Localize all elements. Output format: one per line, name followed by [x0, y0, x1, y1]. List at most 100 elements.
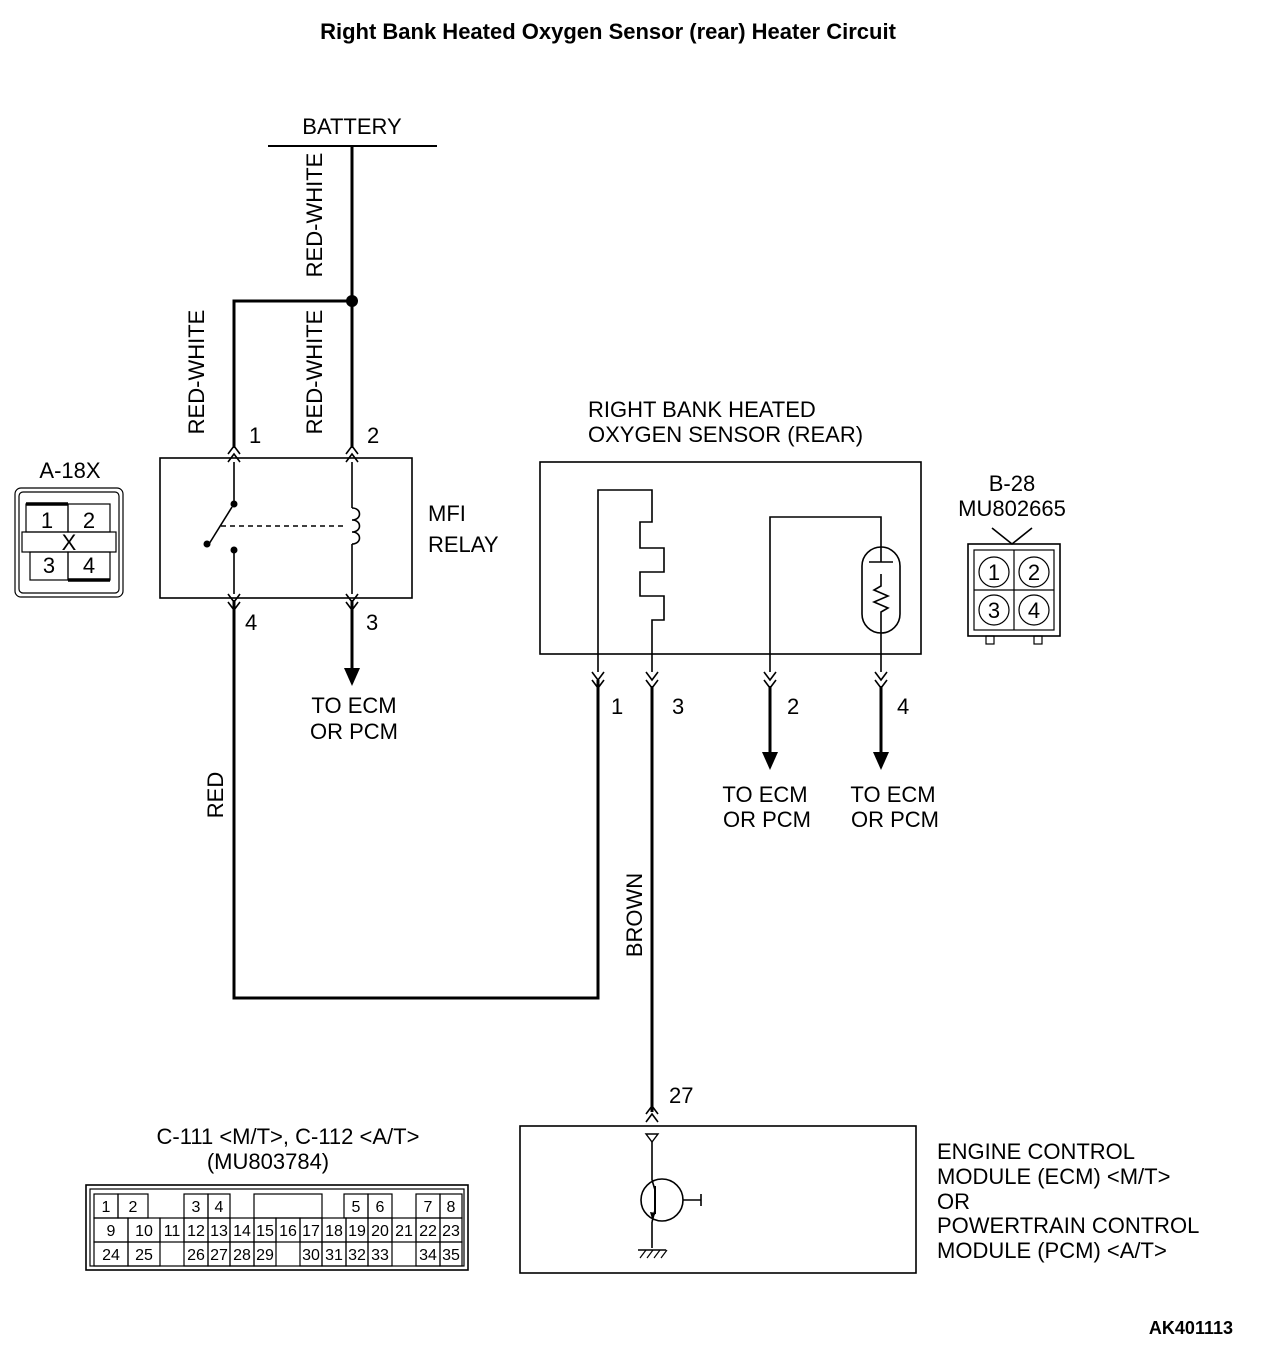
connector-a18x: A-18X 1 2 X 3 4 — [14, 458, 124, 598]
a18x-pin-3: 3 — [43, 553, 55, 578]
sensor-output-wires: TO ECM OR PCM TO ECM OR PCM — [722, 686, 939, 832]
a18x-pin-4: 4 — [83, 553, 95, 578]
ecm-connector-pin-label: 34 — [419, 1247, 437, 1264]
b28-pin-4: 4 — [1028, 598, 1040, 623]
ecm-connector-pin-label: 32 — [348, 1247, 366, 1264]
sensor-pin-4: 4 — [897, 694, 909, 719]
wire-color-battery-feed: RED-WHITE — [302, 153, 327, 278]
ecm-connector-pin-label: 9 — [107, 1223, 116, 1240]
ecm-connector-pin-label: 14 — [233, 1223, 251, 1240]
relay-output-line1: TO ECM — [311, 693, 396, 718]
figure-id: AK401113 — [1149, 1318, 1233, 1338]
ecm-connector-pin-label: 8 — [447, 1199, 456, 1216]
ecm-name-line3: OR — [937, 1189, 970, 1214]
ecm-connector-cell — [127, 1241, 161, 1267]
ecm-connector-blank-cell — [253, 1193, 323, 1219]
relay-pin-1: 1 — [249, 423, 261, 448]
brown-wire: BROWN 27 — [622, 686, 693, 1123]
relay-name-line2: RELAY — [428, 532, 499, 557]
red-wire: RED — [203, 600, 600, 1000]
ecm-connector-line1: C-111 <M/T>, C-112 <A/T> — [157, 1124, 420, 1149]
b28-pin-1: 1 — [988, 560, 1000, 585]
ecm-connector-pin-label: 29 — [256, 1247, 274, 1264]
ecm-connector-pin-label: 6 — [376, 1199, 385, 1216]
sensor-pin-2: 2 — [787, 694, 799, 719]
ecm-connector-pin-label: 31 — [325, 1247, 343, 1264]
a18x-pin-1: 1 — [41, 508, 53, 533]
ecm-connector-cell — [253, 1241, 277, 1267]
ecm-name-line2: MODULE (ECM) <M/T> — [937, 1164, 1170, 1189]
sensor-output-b-line1: TO ECM — [850, 782, 935, 807]
ecm-connector-cell — [439, 1241, 463, 1267]
ecm-connector-pin-label: 3 — [192, 1199, 201, 1216]
relay-connector-terminals-bottom: 4 3 — [227, 593, 378, 635]
ecm-connector-pin-label: 27 — [210, 1247, 228, 1264]
ecm-connector-cell — [367, 1241, 393, 1267]
ecm-name-line5: MODULE (PCM) <A/T> — [937, 1238, 1167, 1263]
sensor-pin-1: 1 — [611, 694, 623, 719]
connector-b28-part: MU802665 — [958, 496, 1066, 521]
relay-pin-3: 3 — [366, 610, 378, 635]
ecm-module: ENGINE CONTROL MODULE (ECM) <M/T> OR POW… — [519, 1125, 1199, 1274]
ecm-name-line4: POWERTRAIN CONTROL — [937, 1213, 1199, 1238]
wire-color-red: RED — [203, 772, 228, 818]
relay-output-wire: TO ECM OR PCM — [310, 600, 398, 744]
ecm-connector-pin-label: 12 — [187, 1223, 205, 1240]
b28-pin-3: 3 — [988, 598, 1000, 623]
relay-pin-2: 2 — [367, 423, 379, 448]
wire-color-brown: BROWN — [622, 873, 647, 957]
ecm-connector-pin-label: 15 — [256, 1223, 274, 1240]
ecm-connector-pin-label: 26 — [187, 1247, 205, 1264]
ecm-connector-pin-label: 22 — [419, 1223, 437, 1240]
ecm-connector-pin-label: 7 — [424, 1199, 433, 1216]
oxygen-sensor: RIGHT BANK HEATED OXYGEN SENSOR (REAR) — [539, 397, 922, 672]
wire-color-relay-pin1: RED-WHITE — [184, 310, 209, 435]
connector-a18x-label: A-18X — [39, 458, 100, 483]
sensor-output-a-line2: OR PCM — [723, 807, 811, 832]
ecm-connector-pin-label: 33 — [371, 1247, 389, 1264]
sensor-name-line2: OXYGEN SENSOR (REAR) — [588, 422, 863, 447]
ecm-connector-pin-label: 5 — [352, 1199, 361, 1216]
ecm-connector-pin-label: 4 — [215, 1199, 224, 1216]
ecm-connector-pin-label: 19 — [348, 1223, 366, 1240]
ecm-connector-pin-label: 11 — [164, 1223, 181, 1240]
wire-color-relay-pin2: RED-WHITE — [302, 310, 327, 435]
relay-connector-terminals-top: 1 2 — [227, 423, 379, 463]
relay-name-line1: MFI — [428, 501, 466, 526]
ecm-connector-pin-label: 18 — [325, 1223, 343, 1240]
ecm-name-line1: ENGINE CONTROL — [937, 1139, 1135, 1164]
relay-pin-4: 4 — [245, 610, 257, 635]
ecm-connector-line2: (MU803784) — [207, 1149, 329, 1174]
ecm-connector-pin-label: 21 — [395, 1223, 413, 1240]
a18x-pin-x: X — [62, 530, 77, 555]
battery-feed-wire: RED-WHITE — [302, 146, 358, 307]
mfi-relay: MFI RELAY — [159, 457, 499, 599]
ecm-connector-pin-label: 30 — [302, 1247, 320, 1264]
ecm-connector-pin-label: 10 — [135, 1223, 153, 1240]
ecm-connector-pin-label: 16 — [279, 1223, 297, 1240]
relay-supply-wires: RED-WHITE RED-WHITE — [184, 299, 354, 448]
sensor-output-b-line2: OR PCM — [851, 807, 939, 832]
ecm-connector-pin-label: 17 — [302, 1223, 320, 1240]
sensor-name-line1: RIGHT BANK HEATED — [588, 397, 816, 422]
ecm-connector-pin-label: 28 — [233, 1247, 251, 1264]
ecm-connector-pin-label: 23 — [442, 1223, 460, 1240]
ecm-pin-27: 27 — [669, 1083, 693, 1108]
b28-pin-2: 2 — [1028, 560, 1040, 585]
a18x-pin-2: 2 — [83, 508, 95, 533]
ecm-connector-pin-label: 13 — [210, 1223, 228, 1240]
ecm-connector-pin-label: 35 — [442, 1247, 460, 1264]
ecm-connector-pin-label: 2 — [129, 1199, 138, 1216]
ecm-connector-pin-label: 25 — [135, 1247, 153, 1264]
diagram-title: Right Bank Heated Oxygen Sensor (rear) H… — [320, 19, 896, 44]
battery: BATTERY — [268, 114, 437, 147]
connector-b28: B-28 MU802665 1 2 3 4 — [958, 471, 1066, 645]
relay-output-line2: OR PCM — [310, 719, 398, 744]
ecm-connector-pin-label: 24 — [102, 1247, 120, 1264]
sensor-connector-terminals: 1 3 2 4 — [591, 671, 909, 719]
ecm-connector-pin-label: 1 — [102, 1199, 111, 1216]
battery-label: BATTERY — [302, 114, 402, 139]
